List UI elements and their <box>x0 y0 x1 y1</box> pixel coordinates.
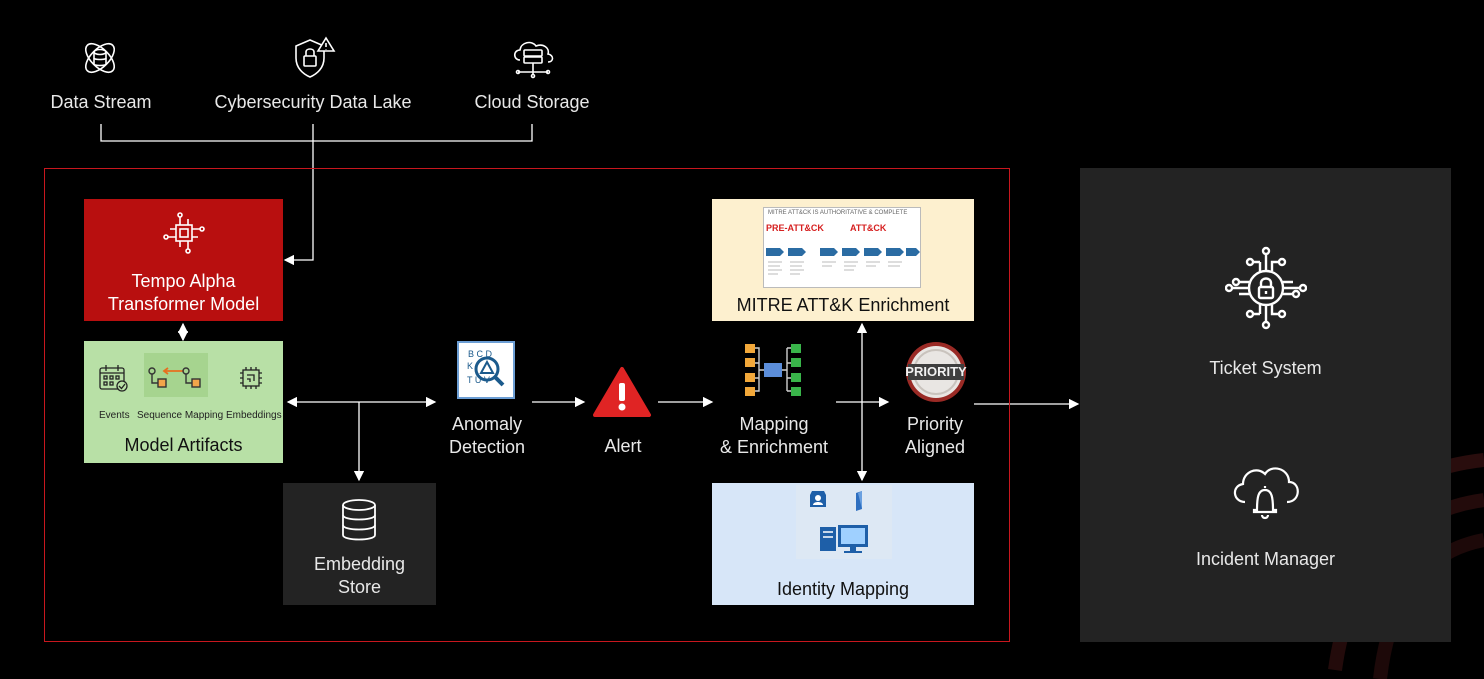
mapping-line2: & Enrichment <box>719 437 829 457</box>
mitre-thumb-right: ATT&CK <box>850 223 887 233</box>
shield-lock-alert-icon <box>290 36 338 80</box>
incident-manager-label: Incident Manager <box>1195 549 1336 569</box>
alert-label: Alert <box>604 436 642 456</box>
model-title: Tempo Alpha Transformer Model <box>84 270 283 316</box>
mapping-title: Mapping & Enrichment <box>706 413 842 459</box>
source-label-data-stream: Data Stream <box>50 92 152 112</box>
mitre-thumb-graphic <box>766 248 920 275</box>
anomaly-title: Anomaly Detection <box>436 413 538 459</box>
identity-title: Identity Mapping <box>776 579 910 599</box>
priority-line2: Aligned <box>904 437 966 457</box>
output-panel: Ticket System Incident Manager <box>1080 168 1451 642</box>
anomaly-line1: Anomaly <box>451 414 523 434</box>
svg-text:T U V: T U V <box>467 375 490 385</box>
embedding-store-line2: Store <box>337 577 382 597</box>
embedding-chip-icon <box>236 363 266 393</box>
artifact-label-events: Events <box>99 410 130 421</box>
database-network-icon <box>78 36 122 80</box>
mitre-title: MITRE ATT&K Enrichment <box>736 295 950 315</box>
source-label-data-lake: Cybersecurity Data Lake <box>214 92 412 112</box>
calendar-check-icon <box>98 363 130 393</box>
model-title-line2: Transformer Model <box>107 294 260 314</box>
ticket-system-label: Ticket System <box>1209 358 1322 378</box>
model-artifacts-box: Events Sequence Mapping Embeddings Model… <box>84 341 283 463</box>
cloud-bell-icon <box>1227 462 1303 524</box>
mapping-hub-icon <box>744 343 802 398</box>
mitre-enrichment-box: MITRE ATT&CK IS AUTHORITATIVE & COMPLETE… <box>712 199 974 321</box>
priority-badge-text: PRIORITY <box>905 364 967 379</box>
source-label-cloud-storage: Cloud Storage <box>474 92 590 112</box>
mitre-thumb-header: MITRE ATT&CK IS AUTHORITATIVE & COMPLETE <box>768 210 908 216</box>
priority-line1: Priority <box>906 414 963 434</box>
svg-text:K: K <box>467 361 473 371</box>
mapping-line1: Mapping <box>739 414 809 434</box>
identity-computer-icon <box>796 485 892 559</box>
artifact-label-sequence-mapping: Sequence Mapping <box>137 410 224 421</box>
embedding-store-title: Embedding Store <box>283 553 436 599</box>
transformer-model-box: Tempo Alpha Transformer Model <box>84 199 283 321</box>
identity-mapping-box: Identity Mapping <box>712 483 974 605</box>
lock-circuit-icon <box>1224 246 1308 330</box>
sequence-flow-icon <box>144 353 208 397</box>
embedding-store-box: Embedding Store <box>283 483 436 605</box>
anomaly-line2: Detection <box>448 437 526 457</box>
warning-triangle-icon <box>592 366 652 418</box>
artifact-label-embeddings: Embeddings <box>226 410 282 421</box>
database-stack-icon <box>339 498 379 542</box>
artifacts-title: Model Artifacts <box>124 435 243 455</box>
svg-text:B C D: B C D <box>468 349 493 359</box>
priority-badge-icon: PRIORITY <box>905 341 967 403</box>
anomaly-search-icon: B C D K T U V <box>457 341 515 399</box>
mitre-thumbnail: MITRE ATT&CK IS AUTHORITATIVE & COMPLETE… <box>763 207 921 288</box>
model-title-line1: Tempo Alpha <box>131 271 236 291</box>
embedding-store-line1: Embedding <box>313 554 406 574</box>
cloud-server-icon <box>510 36 556 80</box>
priority-title: Priority Aligned <box>880 413 990 459</box>
pipeline-frame <box>44 168 1010 642</box>
chip-circuit-icon <box>162 211 206 255</box>
mitre-thumb-left: PRE-ATT&CK <box>766 223 824 233</box>
